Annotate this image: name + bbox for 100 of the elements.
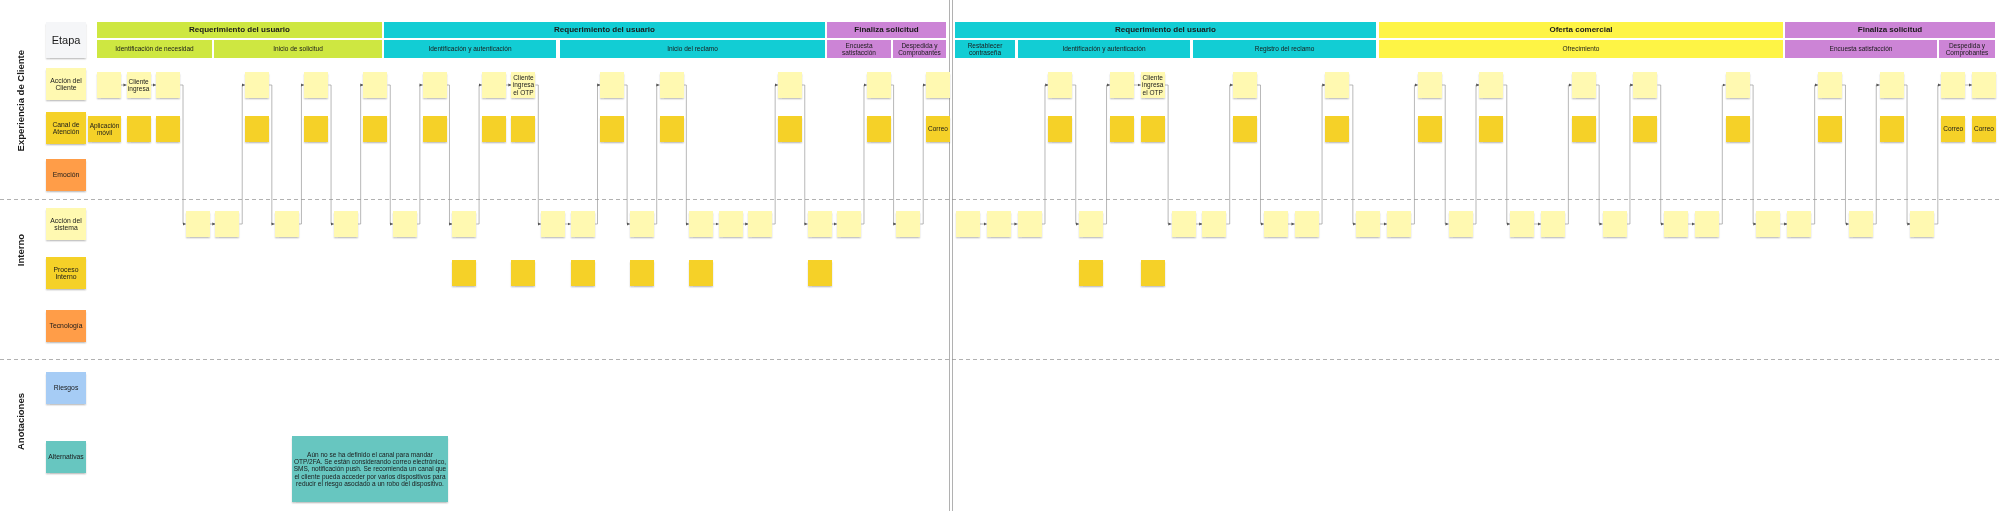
stage-header: Finaliza solicitud (1785, 22, 1995, 38)
sticky-note (1633, 72, 1658, 98)
sticky-note (1479, 72, 1504, 98)
sticky-note (1140, 260, 1165, 286)
sticky-note (866, 72, 891, 98)
sticky-note (896, 211, 921, 237)
sticky-note (986, 211, 1011, 237)
sticky-note (1233, 116, 1258, 142)
sticky-note (481, 72, 506, 98)
section-label: Experiencia de Cliente (14, 50, 26, 152)
stage-header: Oferta comercial (1379, 22, 1783, 38)
sticky-note (748, 211, 773, 237)
sticky-note (777, 116, 802, 142)
sticky-note (1048, 116, 1073, 142)
sticky-note (304, 72, 329, 98)
sticky-note (807, 260, 832, 286)
sticky-note (245, 116, 270, 142)
sticky-note (718, 211, 743, 237)
sticky-note (541, 211, 566, 237)
sticky-note (629, 211, 654, 237)
sticky-note (333, 211, 358, 237)
sticky-note (1387, 211, 1412, 237)
sticky-note (481, 116, 506, 142)
stage-header: Requerimiento del usuario (97, 22, 382, 38)
stage-header: Finaliza solicitud (827, 22, 946, 38)
sticky-note (689, 260, 714, 286)
sticky-note (1510, 211, 1535, 237)
sticky-note (185, 211, 210, 237)
sticky-note (1571, 72, 1596, 98)
sticky-note (156, 116, 181, 142)
sticky-note (689, 211, 714, 237)
sticky-note (215, 211, 240, 237)
stage-header: Requerimiento del usuario (955, 22, 1376, 38)
arrow (505, 83, 512, 87)
sticky-note (1263, 211, 1288, 237)
sticky-note (393, 211, 418, 237)
sticky-note (452, 260, 477, 286)
sticky-note (777, 72, 802, 98)
sticky-note (1417, 72, 1442, 98)
sticky-note (363, 116, 388, 142)
arrow (742, 222, 749, 226)
sticky-note (1787, 211, 1812, 237)
sticky-note (511, 116, 536, 142)
sticky-note (1602, 211, 1627, 237)
sticky-note (1756, 211, 1781, 237)
sticky-note (1356, 211, 1381, 237)
arrow (831, 222, 838, 226)
sticky-note (1879, 116, 1904, 142)
sticky-note (422, 72, 447, 98)
section-label: Anotaciones (14, 393, 26, 451)
sticky-note (1910, 211, 1935, 237)
sticky-note (1079, 211, 1104, 237)
sticky-note (1202, 211, 1227, 237)
sticky-note (1848, 211, 1873, 237)
sticky-note (1694, 211, 1719, 237)
sticky-note (600, 116, 625, 142)
sticky-note (926, 72, 950, 98)
sticky-note (600, 72, 625, 98)
sticky-note (1109, 72, 1134, 98)
sticky-note (1417, 116, 1442, 142)
sticky-note (245, 72, 270, 98)
sticky-note (807, 211, 832, 237)
sticky-note (156, 72, 181, 98)
sticky-note (1664, 211, 1689, 237)
sticky-note (1294, 211, 1319, 237)
sticky-note (1818, 72, 1843, 98)
sticky-note (1479, 116, 1504, 142)
sticky-note (1972, 72, 1996, 98)
sticky-note (1941, 72, 1966, 98)
sticky-note (363, 72, 388, 98)
sticky-note (452, 211, 477, 237)
sticky-note (1571, 116, 1596, 142)
sticky-note (97, 72, 121, 98)
sticky-note (1725, 72, 1750, 98)
sticky-note (1017, 211, 1042, 237)
section-label: Interno (14, 233, 26, 267)
lane-label-note: Etapa (46, 22, 86, 58)
sticky-note (1725, 116, 1750, 142)
sticky-note (1171, 211, 1196, 237)
sticky-note (1079, 260, 1104, 286)
sticky-note (629, 260, 654, 286)
sticky-note (956, 211, 980, 237)
sticky-note (511, 260, 536, 286)
sticky-note (1140, 116, 1165, 142)
arrow (150, 83, 157, 87)
sticky-note (274, 211, 299, 237)
sticky-note (1818, 116, 1843, 142)
sticky-note (126, 116, 151, 142)
sticky-note (1109, 116, 1134, 142)
sticky-note (570, 211, 595, 237)
sticky-note (304, 116, 329, 142)
sticky-note (1325, 116, 1350, 142)
arrow (209, 222, 216, 226)
sticky-note (659, 72, 684, 98)
sticky-note (1448, 211, 1473, 237)
sticky-note (1233, 72, 1258, 98)
sticky-note (837, 211, 862, 237)
sticky-note (1633, 116, 1658, 142)
sticky-note (659, 116, 684, 142)
sticky-note (570, 260, 595, 286)
